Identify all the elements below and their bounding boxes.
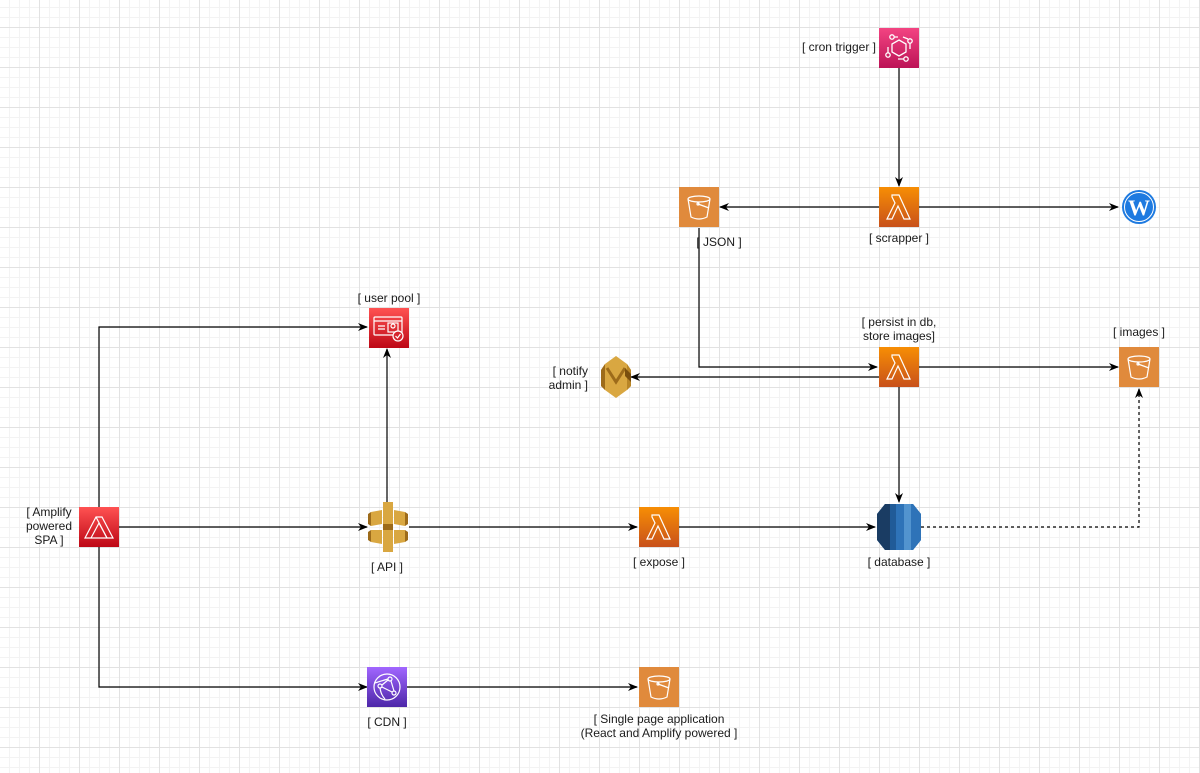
cdn-node[interactable] xyxy=(367,667,407,707)
expose-label: [ expose ] xyxy=(632,555,686,569)
amplify-label: [ Amplify powered SPA ] xyxy=(17,505,81,547)
amplify-icon xyxy=(79,507,119,547)
svg-text:W: W xyxy=(1128,195,1150,220)
json-label: [ JSON ] xyxy=(696,235,742,249)
notify-label-line2: admin ] xyxy=(548,378,588,392)
api-gateway-icon xyxy=(368,502,408,552)
edge-json-to-persist[interactable] xyxy=(698,228,878,371)
spa-bucket-node[interactable] xyxy=(639,667,679,707)
cloudfront-icon xyxy=(367,667,407,707)
api-label: [ API ] xyxy=(370,560,403,574)
json-bucket-node[interactable] xyxy=(679,187,719,227)
notify-label-line1: [ notify xyxy=(552,364,588,378)
s3-bucket-icon xyxy=(679,187,719,227)
spa-label: [ Single page application (React and Amp… xyxy=(559,712,759,740)
scrapper-label: [ scrapper ] xyxy=(868,231,930,245)
cron-trigger-node[interactable] xyxy=(879,28,919,68)
user-pool-label: [ user pool ] xyxy=(357,291,421,305)
amplify-spa-node[interactable] xyxy=(79,507,119,547)
ses-icon xyxy=(601,356,631,398)
lambda-icon xyxy=(639,507,679,547)
cron-trigger-label: [ cron trigger ] xyxy=(801,40,876,54)
amplify-label-line1: [ Amplify xyxy=(26,505,72,519)
spa-label-line1: [ Single page application xyxy=(593,712,725,726)
lambda-icon xyxy=(879,187,919,227)
amplify-label-line2: powered xyxy=(25,519,73,533)
expose-lambda-node[interactable] xyxy=(639,507,679,547)
persist-label-line2: store images] xyxy=(862,329,936,343)
database-node[interactable] xyxy=(877,502,921,552)
amplify-label-line3: SPA ] xyxy=(34,533,64,547)
edge-amplify-to-userpool[interactable] xyxy=(98,323,368,507)
user-pool-node[interactable] xyxy=(369,308,409,348)
wordpress-icon: W xyxy=(1122,190,1156,224)
database-label: [ database ] xyxy=(867,555,931,569)
edge-amplify-to-cdn[interactable] xyxy=(98,547,368,691)
lambda-icon xyxy=(879,347,919,387)
wordpress-node[interactable]: W xyxy=(1121,189,1157,225)
s3-bucket-icon xyxy=(1119,347,1159,387)
persist-lambda-node[interactable] xyxy=(879,347,919,387)
persist-label: [ persist in db, store images] xyxy=(839,315,959,343)
notify-label: [ notify admin ] xyxy=(530,364,588,392)
rds-icon xyxy=(877,504,921,550)
cdn-label: [ CDN ] xyxy=(367,715,407,729)
spa-label-line2: (React and Amplify powered ] xyxy=(580,726,738,740)
images-label: [ images ] xyxy=(1112,325,1166,339)
scrapper-lambda-node[interactable] xyxy=(879,187,919,227)
edge-database-to-images[interactable] xyxy=(921,388,1143,528)
cognito-icon xyxy=(369,308,409,348)
images-bucket-node[interactable] xyxy=(1119,347,1159,387)
eventbridge-icon xyxy=(879,28,919,68)
persist-label-line1: [ persist in db, xyxy=(861,315,937,329)
notify-admin-node[interactable] xyxy=(599,356,633,398)
s3-bucket-icon xyxy=(639,667,679,707)
api-gateway-node[interactable] xyxy=(367,502,409,552)
